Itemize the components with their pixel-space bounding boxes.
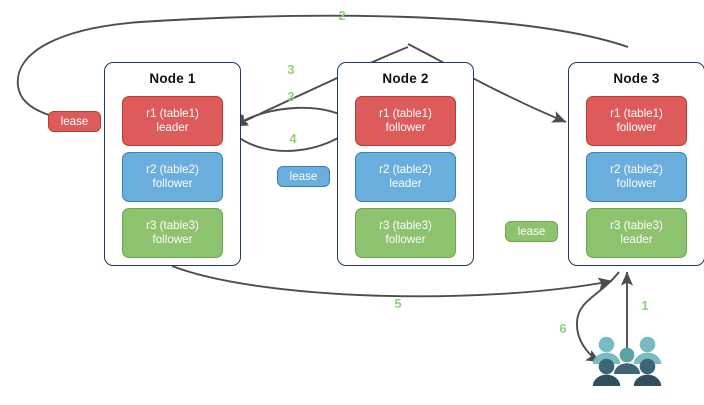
edge-label-6: 6: [559, 321, 567, 336]
replica-name: r3 (table3): [146, 219, 199, 232]
users-icon: [592, 336, 662, 386]
node-3-replica-r1[interactable]: r1 (table1) follower: [586, 96, 687, 146]
replica-name: r1 (table1): [379, 107, 432, 120]
replica-role: leader: [389, 177, 422, 190]
lease-badge-table2[interactable]: lease: [277, 166, 330, 187]
replica-name: r3 (table3): [610, 219, 663, 232]
node-2-replica-r1[interactable]: r1 (table1) follower: [355, 96, 456, 146]
edge-label-1: 1: [641, 298, 649, 313]
replica-role: follower: [152, 177, 193, 190]
edge-label-3a: 3: [287, 62, 295, 77]
replica-role: follower: [616, 177, 657, 190]
lease-badge-table3[interactable]: lease: [505, 221, 558, 242]
node-3-title: Node 3: [613, 71, 660, 86]
node-3[interactable]: Node 3 r1 (table1) follower r2 (table2) …: [568, 62, 704, 266]
edge-2-to-3-path: [407, 43, 567, 123]
edge-label-2: 2: [338, 8, 346, 23]
node-1-replica-r2[interactable]: r2 (table2) follower: [122, 152, 223, 202]
replica-role: follower: [616, 121, 657, 134]
replica-name: r2 (table2): [379, 163, 432, 176]
node-2-replica-r2[interactable]: r2 (table2) leader: [355, 152, 456, 202]
edge-2-path: [17, 14, 629, 128]
edge-6-path: [576, 271, 620, 363]
replica-role: follower: [152, 233, 193, 246]
edge-3b-path: [233, 106, 353, 127]
edge-label-4: 4: [289, 131, 297, 146]
edge-5-path: [171, 265, 613, 298]
lease-badge-table1[interactable]: lease: [48, 111, 101, 132]
replica-name: r1 (table1): [610, 107, 663, 120]
replica-name: r3 (table3): [379, 219, 432, 232]
replica-role: leader: [620, 233, 653, 246]
node-1[interactable]: Node 1 r1 (table1) leader r2 (table2) fo…: [104, 62, 241, 266]
replica-role: leader: [156, 121, 189, 134]
node-1-replica-r3[interactable]: r3 (table3) follower: [122, 208, 223, 258]
lease-label: lease: [60, 115, 89, 128]
lease-label: lease: [517, 225, 546, 238]
node-2-replica-r3[interactable]: r3 (table3) follower: [355, 208, 456, 258]
edge-label-3b: 3: [287, 89, 295, 104]
node-2[interactable]: Node 2 r1 (table1) follower r2 (table2) …: [337, 62, 474, 266]
lease-label: lease: [289, 170, 318, 183]
replica-name: r1 (table1): [146, 107, 199, 120]
node-3-replica-r2[interactable]: r2 (table2) follower: [586, 152, 687, 202]
replica-role: follower: [385, 233, 426, 246]
edge-label-5: 5: [394, 296, 402, 311]
node-1-replica-r1[interactable]: r1 (table1) leader: [122, 96, 223, 146]
replica-role: follower: [385, 121, 426, 134]
node-3-replica-r3[interactable]: r3 (table3) leader: [586, 208, 687, 258]
node-2-title: Node 2: [382, 71, 429, 86]
replica-name: r2 (table2): [146, 163, 199, 176]
replica-name: r2 (table2): [610, 163, 663, 176]
node-1-title: Node 1: [149, 71, 196, 86]
